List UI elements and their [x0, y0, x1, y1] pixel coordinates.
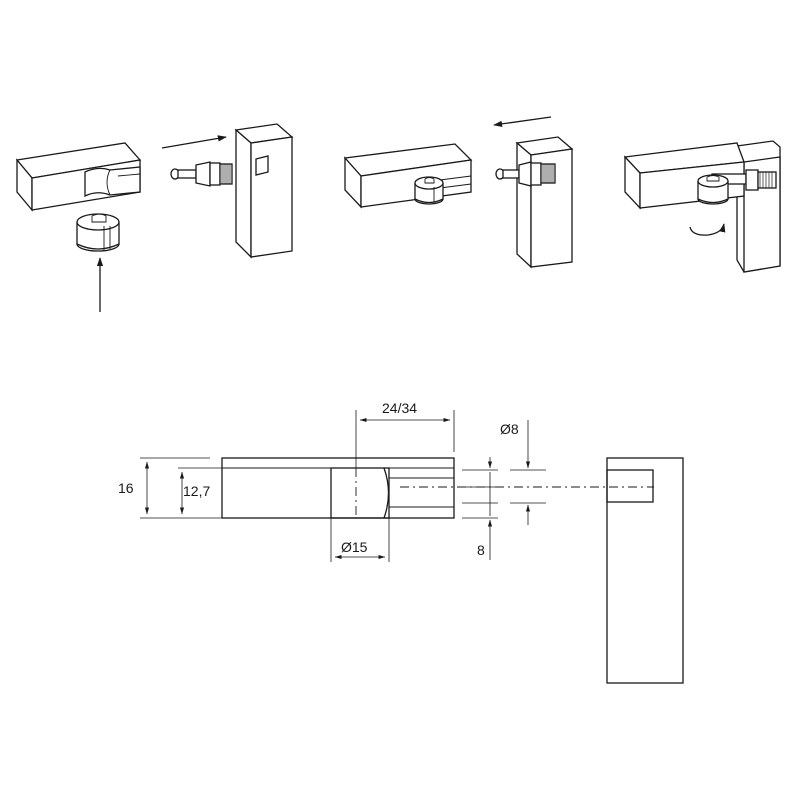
step2-bolt-thread [542, 164, 554, 183]
dim-height [140, 457, 222, 519]
step3-bolt-thread [759, 172, 773, 188]
dim-hole-height [178, 467, 320, 515]
section-board [221, 457, 455, 519]
step2-post [493, 116, 574, 269]
dim-pin-diameter-label: Ø8 [500, 421, 519, 437]
step1-panel [15, 142, 142, 212]
section-post [606, 457, 684, 684]
dim-height-label: 16 [118, 480, 134, 496]
step1-bolt-thread [221, 164, 231, 184]
dim-cam-diameter [330, 518, 390, 562]
step3-rotate-arrow [689, 223, 726, 236]
dim-depth-label: 24/34 [382, 400, 417, 416]
step1-post [234, 123, 294, 259]
step2-panel [343, 143, 473, 209]
dim-pin-diameter [510, 420, 546, 525]
dim-depth [355, 410, 455, 468]
step1-bolt [161, 135, 233, 187]
dim-pin-offset [462, 457, 498, 560]
step1-cam-fitting [76, 213, 120, 252]
dim-cam-diameter-label: Ø15 [341, 539, 368, 555]
dim-pin-offset-label: 8 [477, 542, 485, 558]
step3-cam-and-bolt [697, 169, 777, 205]
step2-bolt [495, 161, 556, 187]
dim-hole-height-label: 12,7 [183, 483, 210, 499]
